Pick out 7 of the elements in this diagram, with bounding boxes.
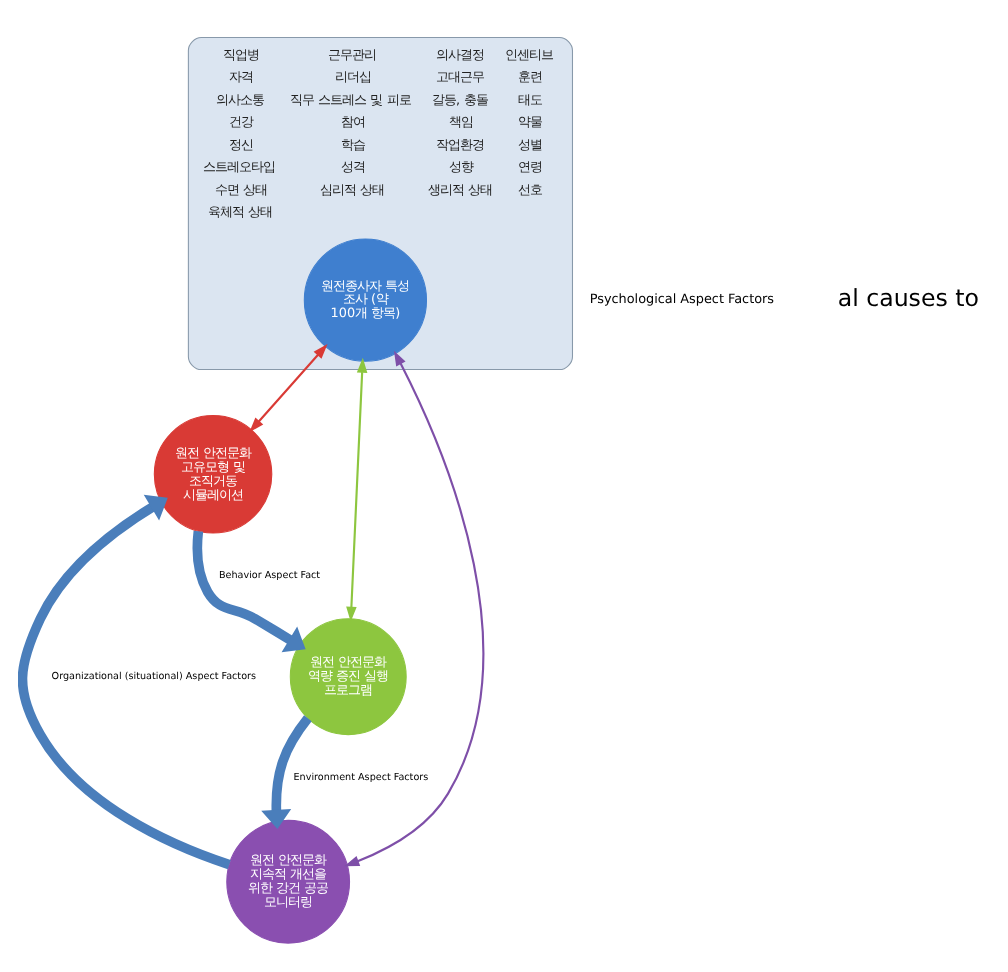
arrow [260,715,311,829]
arrow [343,350,484,867]
arrow [345,357,367,622]
label: al causes to [836,284,978,313]
arrow [248,343,327,433]
arrow [17,494,230,870]
arrow [191,530,305,653]
